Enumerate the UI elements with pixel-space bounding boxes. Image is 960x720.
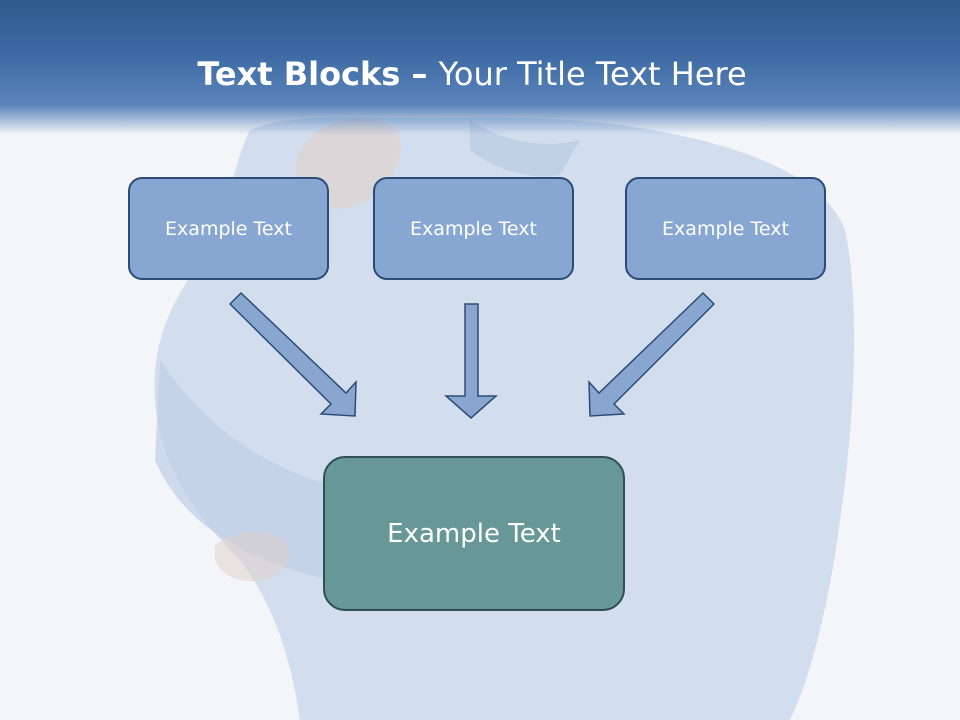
text-block-1-label: Example Text [165, 217, 292, 240]
arrow-center-down [444, 303, 498, 419]
slide-title: Text Blocks – Your Title Text Here [0, 52, 944, 96]
header-band [0, 0, 960, 135]
title-dash: – [400, 55, 439, 93]
text-block-2: Example Text [373, 177, 574, 280]
title-rest: Your Title Text Here [438, 55, 747, 93]
arrow-left-diagonal [228, 291, 357, 417]
text-block-2-label: Example Text [410, 217, 537, 240]
text-block-3-label: Example Text [662, 217, 789, 240]
result-block-label: Example Text [387, 518, 561, 549]
result-block: Example Text [323, 456, 625, 611]
title-bold-part: Text Blocks [197, 55, 401, 93]
text-block-3: Example Text [625, 177, 826, 280]
arrow-right-diagonal [588, 291, 716, 417]
text-block-1: Example Text [128, 177, 329, 280]
